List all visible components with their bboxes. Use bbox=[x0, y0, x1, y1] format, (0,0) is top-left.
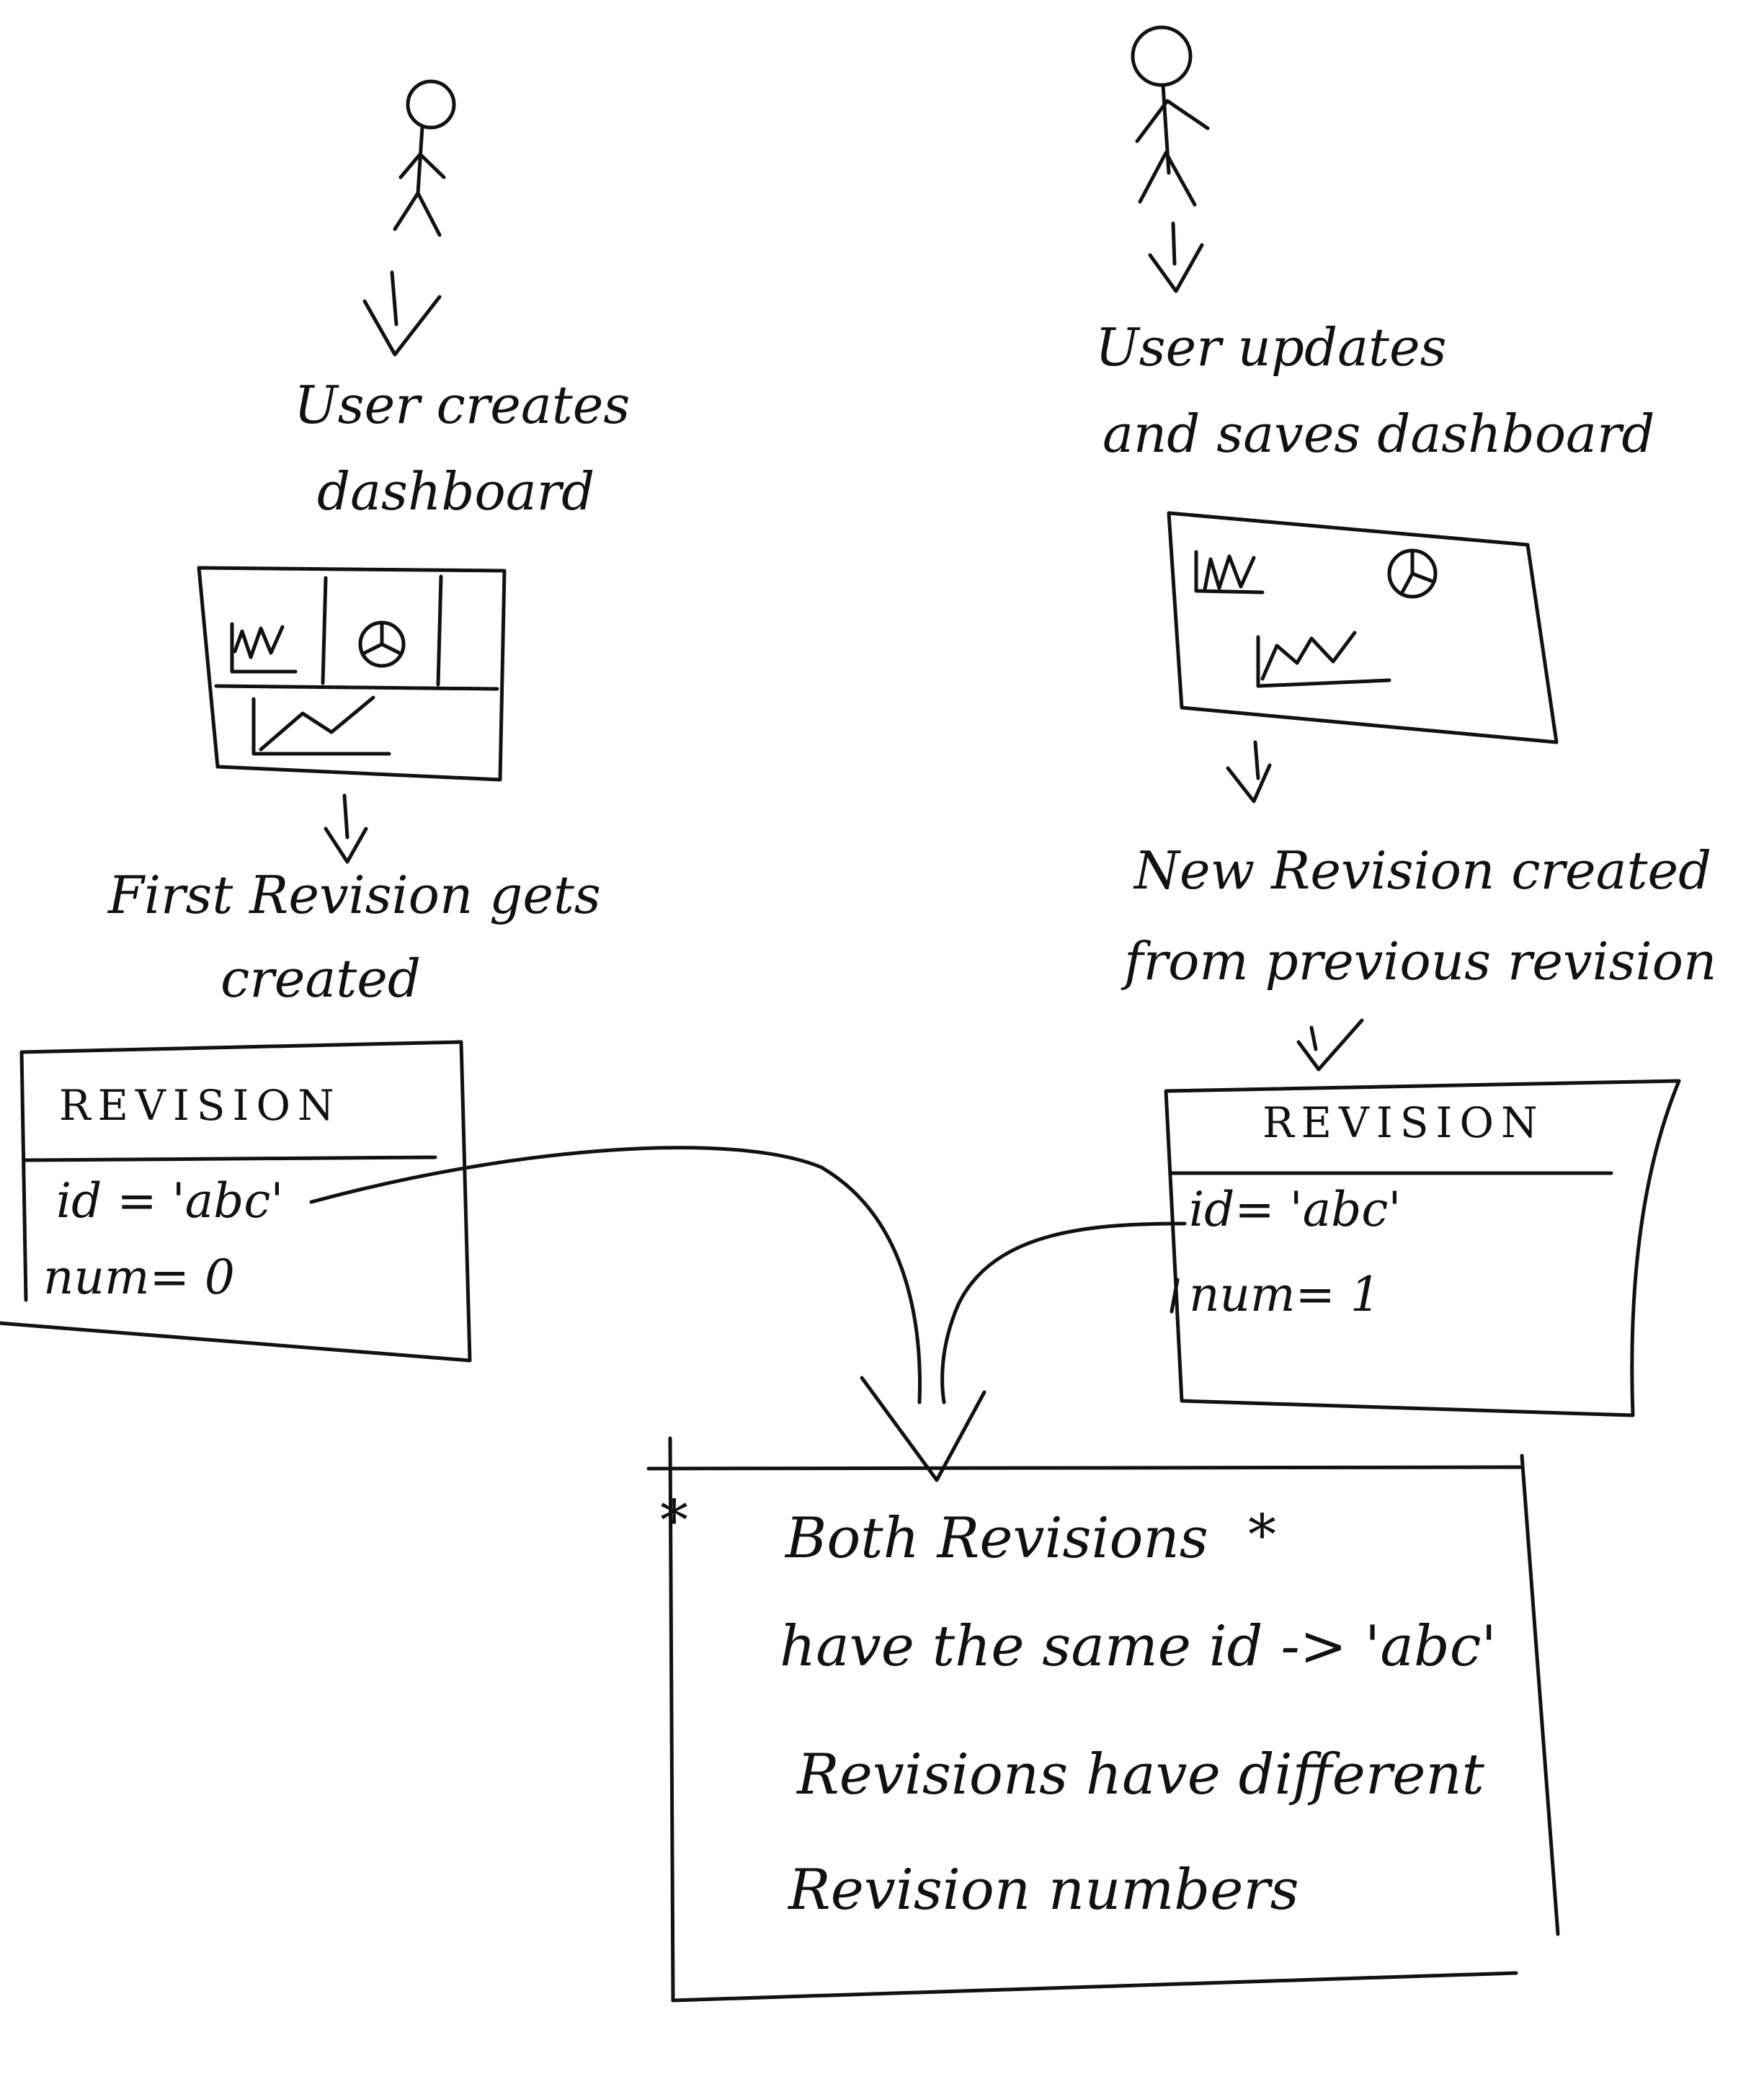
right-revision-num: num= 1 bbox=[1189, 1267, 1381, 1322]
right-arrow-1 bbox=[1148, 221, 1204, 293]
right-user-icon bbox=[1131, 25, 1210, 207]
left-arrow-2 bbox=[324, 793, 368, 864]
left-revision-box bbox=[0, 1040, 472, 1363]
left-step1-label-2: dashboard bbox=[317, 461, 595, 522]
left-user-icon bbox=[393, 79, 456, 237]
right-step2-label: New Revision created bbox=[1134, 840, 1712, 901]
left-step1-label: User creates bbox=[294, 375, 631, 435]
left-step2-label-2: created bbox=[220, 948, 421, 1009]
conclusion-star-left: * bbox=[660, 1489, 688, 1554]
right-step1-label-2: and saves dashboard bbox=[1102, 404, 1655, 464]
right-arrow-2 bbox=[1226, 740, 1272, 803]
right-revision-box bbox=[1164, 1079, 1681, 1417]
conclusion-line-3: Revisions have different bbox=[797, 1742, 1484, 1807]
conclusion-star-right: * bbox=[1248, 1503, 1276, 1568]
left-arrow-1 bbox=[362, 270, 442, 357]
conclusion-line-2: have the same id -> 'abc' bbox=[780, 1614, 1497, 1679]
left-dashboard-sketch bbox=[197, 566, 507, 782]
right-step1-label: User updates bbox=[1095, 317, 1447, 378]
conclusion-line-1: Both Revisions bbox=[785, 1506, 1208, 1571]
right-arrow-3 bbox=[1296, 1018, 1364, 1072]
right-connector bbox=[940, 1221, 1187, 1404]
conclusion-arrowhead bbox=[860, 1376, 986, 1482]
conclusion-line-4: Revision numbers bbox=[788, 1858, 1299, 1923]
left-step2-label: First Revision gets bbox=[108, 865, 601, 925]
right-revision-id: id= 'abc' bbox=[1189, 1182, 1402, 1237]
left-revision-header: REVISION bbox=[59, 1081, 342, 1130]
right-revision-header: REVISION bbox=[1262, 1098, 1545, 1147]
left-connector bbox=[309, 1146, 922, 1404]
conclusion-box bbox=[646, 1436, 1560, 2003]
right-step2-label-2: from previous revision bbox=[1124, 931, 1717, 992]
left-revision-num: num= 0 bbox=[43, 1250, 235, 1305]
left-revision-id: id = 'abc' bbox=[56, 1173, 284, 1229]
right-dashboard-sketch bbox=[1167, 511, 1559, 744]
